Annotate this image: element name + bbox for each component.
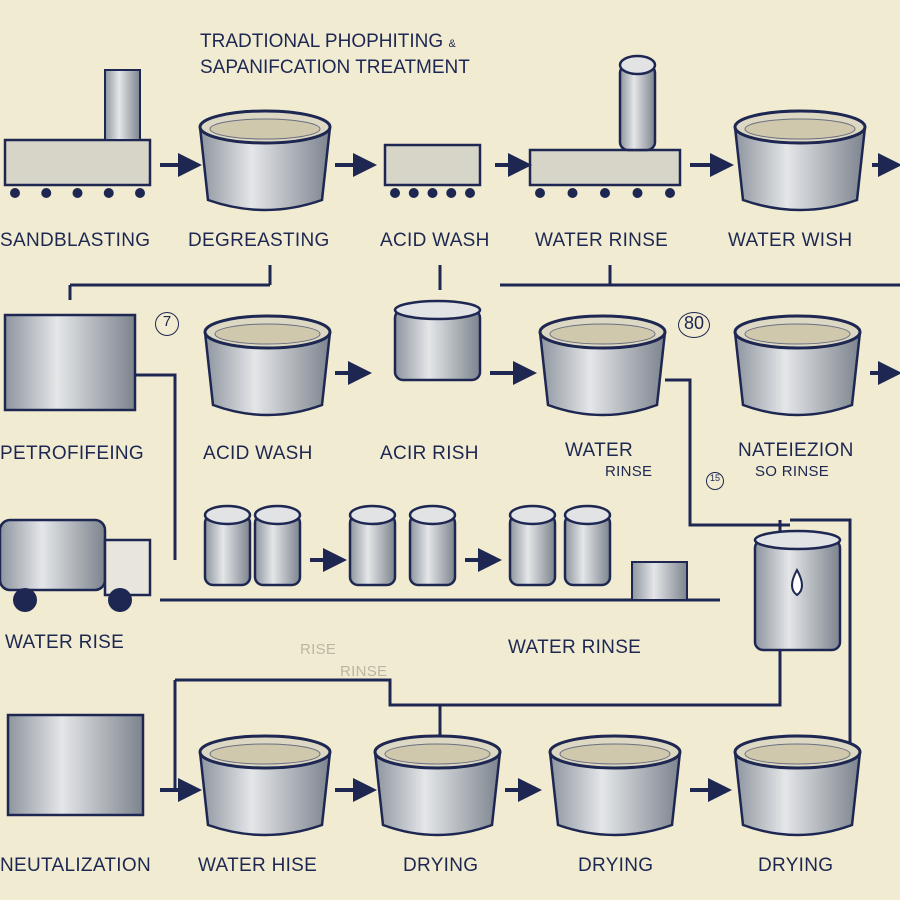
tank-liquid xyxy=(384,743,491,765)
vertical-tank xyxy=(618,63,657,152)
tank-bowl xyxy=(538,331,667,417)
label-water-hise: WATER HISE xyxy=(198,855,318,876)
tank-liquid xyxy=(209,743,321,765)
tank-top xyxy=(753,529,842,551)
label-water-wish: WATER WISH xyxy=(728,230,853,251)
vertical-tank xyxy=(253,513,302,587)
vertical-tank xyxy=(393,308,482,382)
label-acir-rish: ACIR RISH xyxy=(380,443,479,464)
tank-top xyxy=(508,504,557,526)
tank-top xyxy=(348,504,397,526)
label-acid-wash: ACID WASH xyxy=(380,230,490,251)
tank-top xyxy=(618,54,657,76)
machine-body xyxy=(528,148,682,187)
machine-wheel xyxy=(103,188,114,198)
label-nateiezion: NATEIEZION xyxy=(738,440,854,461)
tank-top xyxy=(203,504,252,526)
machine-wheel xyxy=(632,188,643,198)
step-badge-7: 7 xyxy=(155,312,179,336)
tank-liquid xyxy=(744,323,851,345)
sandblaster-unit xyxy=(104,69,141,141)
label-water: WATER xyxy=(565,440,633,461)
neutralization-box xyxy=(6,713,145,817)
pretreatment-box xyxy=(3,313,137,412)
machine-wheel xyxy=(427,188,438,198)
label-faint-rinse: RINSE xyxy=(340,663,388,680)
machine-wheel xyxy=(465,188,475,198)
machine-body xyxy=(383,143,482,187)
label-neutalization: NEUTALIZATION xyxy=(0,855,151,876)
vertical-tank xyxy=(563,513,612,587)
label-so-rinse: SO RINSE xyxy=(755,463,830,480)
tank-liquid xyxy=(744,118,856,140)
title-line2: SAPANIFCATION TREATMENT xyxy=(200,57,470,78)
label-faint-rise: RISE xyxy=(300,641,337,658)
machine-wheel xyxy=(135,188,145,198)
label-drying-2: DRYING xyxy=(578,855,654,876)
machine-wheel xyxy=(665,188,675,198)
tank-liquid xyxy=(209,118,321,140)
machine-wheel xyxy=(535,188,545,198)
label-drying-3: DRYING xyxy=(758,855,834,876)
tank-bowl xyxy=(203,331,332,417)
machine-wheel xyxy=(72,188,83,198)
diagram-title: TRADTIONAL PHOPHITING & SAPANIFCATION TR… xyxy=(200,30,470,80)
label-water-rinse-2: WATER RINSE xyxy=(508,637,642,658)
tank-top xyxy=(563,504,612,526)
tank-top xyxy=(408,504,457,526)
tank-bowl xyxy=(198,126,332,212)
tank-bowl xyxy=(733,331,862,417)
machine-body xyxy=(3,138,152,187)
machine-wheel xyxy=(10,188,20,198)
tank-bowl xyxy=(733,126,867,212)
step-badge-80: 80 xyxy=(678,312,710,338)
truck-tank xyxy=(0,518,107,592)
label-acid-wash-2: ACID WASH xyxy=(203,443,313,464)
label-degreasting: DEGREASTING xyxy=(188,230,330,251)
vertical-tank xyxy=(408,513,457,587)
label-petrofifeing: PETROFIFEING xyxy=(0,443,144,464)
title-line1-suffix: & xyxy=(448,38,456,50)
step-badge-15: 15 xyxy=(706,472,724,490)
machine-wheel xyxy=(600,188,610,198)
machine-wheel xyxy=(41,188,52,198)
water-drop-icon xyxy=(791,567,803,597)
tank-bowl xyxy=(198,751,332,837)
tank-liquid xyxy=(549,323,656,345)
label-rinse: RINSE xyxy=(605,463,653,480)
tank-top xyxy=(253,504,302,526)
truck-cab xyxy=(103,538,152,597)
label-water-rise: WATER RISE xyxy=(5,632,125,653)
machine-wheel xyxy=(390,188,400,198)
tank-liquid xyxy=(214,323,321,345)
label-sandblasting: SANDBLASTING xyxy=(0,230,151,251)
truck-wheel xyxy=(13,588,37,612)
machine-wheel xyxy=(567,188,578,198)
vertical-tank xyxy=(203,513,252,587)
machine-wheel xyxy=(446,188,457,198)
truck-wheel xyxy=(108,588,132,612)
tank-bowl xyxy=(548,751,682,837)
vertical-tank xyxy=(508,513,557,587)
tank-bowl xyxy=(733,751,862,837)
tank-bowl xyxy=(373,751,502,837)
tank-top xyxy=(393,299,482,321)
tank-liquid xyxy=(559,743,671,765)
label-water-rinse: WATER RINSE xyxy=(535,230,669,251)
vertical-tank xyxy=(348,513,397,587)
cart xyxy=(631,561,688,601)
title-line1: TRADTIONAL PHOPHITING xyxy=(200,31,444,52)
label-drying-1: DRYING xyxy=(403,855,479,876)
machine-wheel xyxy=(408,188,419,198)
tank-liquid xyxy=(744,743,851,765)
